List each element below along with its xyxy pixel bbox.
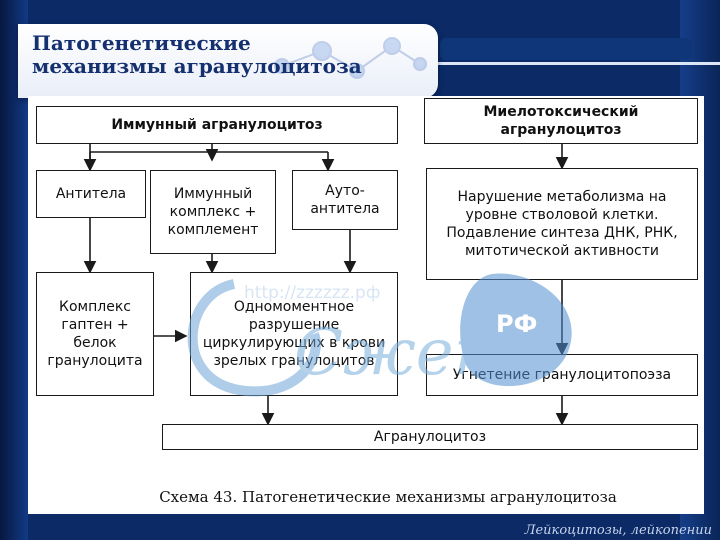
box-autoantibodies: Ауто-антитела [292, 170, 398, 230]
box-one-time-destruction: Одномоментное разрушение циркулирующих в… [190, 272, 398, 396]
slide-title-line2: механизмы агранулоцитоза [32, 54, 362, 78]
box-immune-agranulocytosis: Иммунный агранулоцитоз [36, 106, 398, 144]
title-panel [18, 24, 438, 98]
box-hapten-complex: Комплекс гаптен + белок гранулоцита [36, 272, 154, 396]
header-bar [440, 38, 692, 60]
box-metabolism-disorder: Нарушение метаболизма на уровне стволово… [426, 168, 698, 280]
slide-footer: Лейкоцитозы, лейкопении [524, 523, 712, 538]
box-antibodies: Антитела [36, 170, 146, 218]
box-granulopoiesis-suppression: Угнетение гранулоцитопоэза [426, 354, 698, 396]
scheme-diagram: Иммунный агранулоцитоз Миелотоксический … [28, 96, 704, 514]
slide-title-line1: Патогенетические [32, 31, 251, 55]
header-line [438, 62, 720, 65]
box-agranulocytosis: Агранулоцитоз [162, 424, 698, 450]
box-immune-complex: Иммунный комплекс + комплемент [150, 170, 276, 254]
box-myelotoxic-agranulocytosis: Миелотоксический агранулоцитоз [424, 98, 698, 144]
molecule-decoration-icon [274, 37, 427, 79]
scheme-caption: Схема 43. Патогенетические механизмы агр… [159, 488, 617, 506]
slide-title: Патогенетические механизмы агранулоцитоз… [32, 32, 412, 78]
